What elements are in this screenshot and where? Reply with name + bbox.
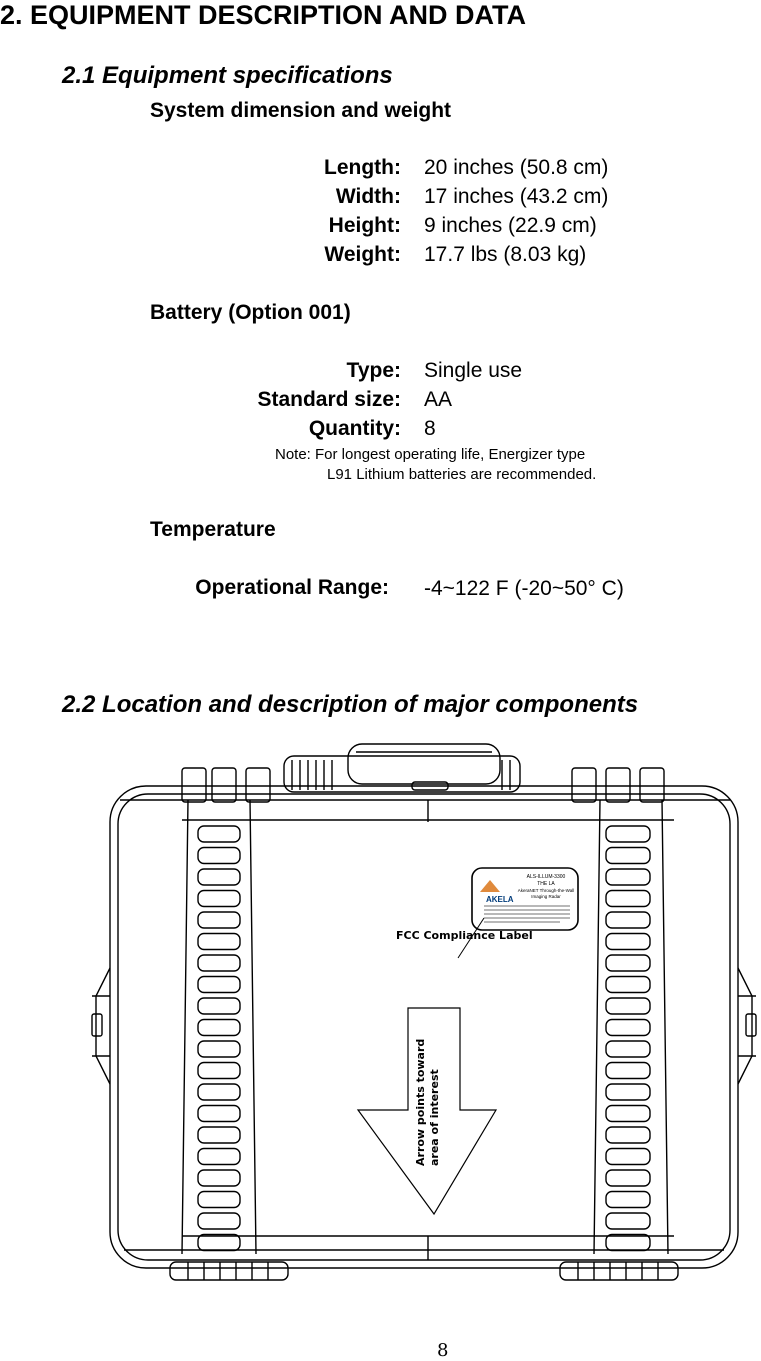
battery-heading: Battery (Option 001) (150, 301, 351, 324)
strap-rib (197, 975, 241, 994)
strap-rib (605, 1233, 651, 1252)
device-label-line3: AkeraNET Through-the-Wall (518, 888, 574, 893)
height-label: Height: (328, 214, 401, 237)
strap-rib (605, 1018, 651, 1037)
subsection-title-specs: 2.1 Equipment specifications (62, 62, 393, 89)
battery-type-value: Single use (424, 359, 523, 382)
device-label-line4: Imaging Radar (531, 894, 561, 899)
length-label: Length: (324, 156, 401, 179)
battery-note-line2: L91 Lithium batteries are recommended. (327, 466, 597, 483)
strap-rib (197, 1126, 241, 1144)
strap-rib (605, 1126, 651, 1144)
strap-rib (197, 1233, 241, 1252)
strap-rib (605, 975, 651, 994)
strap-rib (605, 1061, 651, 1080)
strap-rib (197, 1083, 241, 1101)
strap-rib (605, 825, 651, 843)
battery-size-value: AA (424, 388, 453, 411)
strap-rib (605, 911, 651, 929)
battery-note-line1: Note: For longest operating life, Energi… (275, 446, 586, 463)
left-strap (181, 799, 257, 1255)
battery-quantity-label: Quantity: (308, 417, 401, 440)
temperature-heading: Temperature (150, 518, 276, 541)
strap-rib (605, 868, 651, 886)
device-label-line2: THE LA (537, 881, 555, 887)
dimension-heading: System dimension and weight (150, 99, 452, 122)
strap-rib (605, 997, 651, 1015)
strap-rib (197, 1061, 241, 1080)
strap-rib (605, 846, 651, 865)
temperature-label: Operational Range: (195, 576, 389, 599)
length-value: 20 inches (50.8 cm) (424, 156, 609, 179)
right-side-handle (737, 967, 757, 1085)
page-number: 8 (437, 1340, 449, 1361)
strap-rib (197, 825, 241, 843)
strap-rib (197, 889, 241, 908)
strap-rib (197, 868, 241, 886)
strap-rib (197, 1190, 241, 1209)
strap-rib (605, 954, 651, 972)
strap-rib (605, 1104, 651, 1123)
fcc-compliance-label-graphic: AKELA ALS-ILLUM-3300 THE LA AkeraNET Thr… (471, 867, 579, 931)
battery-size-label: Standard size: (257, 388, 401, 411)
strap-rib (197, 1212, 241, 1230)
strap-rib (605, 1212, 651, 1230)
left-side-handle (91, 967, 111, 1085)
strap-rib (197, 1040, 241, 1058)
strap-rib (197, 932, 241, 951)
strap-rib (197, 1147, 241, 1166)
case-handle (283, 743, 521, 793)
strap-rib (197, 911, 241, 929)
strap-rib (197, 1104, 241, 1123)
strap-rib (605, 1190, 651, 1209)
strap-rib (605, 1147, 651, 1166)
case-top-view-drawing: AKELA ALS-ILLUM-3300 THE LA AkeraNET Thr… (91, 743, 757, 1281)
label-callout-line (457, 917, 485, 959)
width-value: 17 inches (43.2 cm) (424, 185, 609, 208)
arrow-text-line1: Arrow points toward (414, 1039, 427, 1166)
width-label: Width: (335, 185, 401, 208)
weight-value: 17.7 lbs (8.03 kg) (424, 243, 587, 266)
weight-label: Weight: (324, 243, 401, 266)
strap-rib (197, 954, 241, 972)
strap-rib (605, 889, 651, 908)
strap-rib (605, 932, 651, 951)
height-value: 9 inches (22.9 cm) (424, 214, 597, 237)
subsection-title-components: 2.2 Location and description of major co… (62, 691, 639, 718)
device-label-line1: ALS-ILLUM-3300 (527, 874, 566, 880)
battery-type-label: Type: (346, 359, 401, 382)
temperature-value: -4~122 F (-20~50° C) (424, 577, 624, 600)
strap-rib (197, 1018, 241, 1037)
arrow-text-line2: area of interest (428, 1069, 441, 1166)
direction-arrow: Arrow points toward area of interest (356, 1007, 498, 1216)
strap-rib (197, 846, 241, 865)
section-title: 2. EQUIPMENT DESCRIPTION AND DATA (0, 0, 527, 30)
battery-quantity-value: 8 (424, 417, 436, 440)
strap-rib (605, 1169, 651, 1187)
akela-logo-text: AKELA (486, 895, 514, 904)
strap-rib (197, 997, 241, 1015)
strap-rib (605, 1040, 651, 1058)
strap-rib (197, 1169, 241, 1187)
case-body (109, 785, 739, 1269)
fcc-callout-text: FCC Compliance Label (396, 929, 533, 942)
strap-rib (605, 1083, 651, 1101)
right-strap (593, 799, 669, 1255)
